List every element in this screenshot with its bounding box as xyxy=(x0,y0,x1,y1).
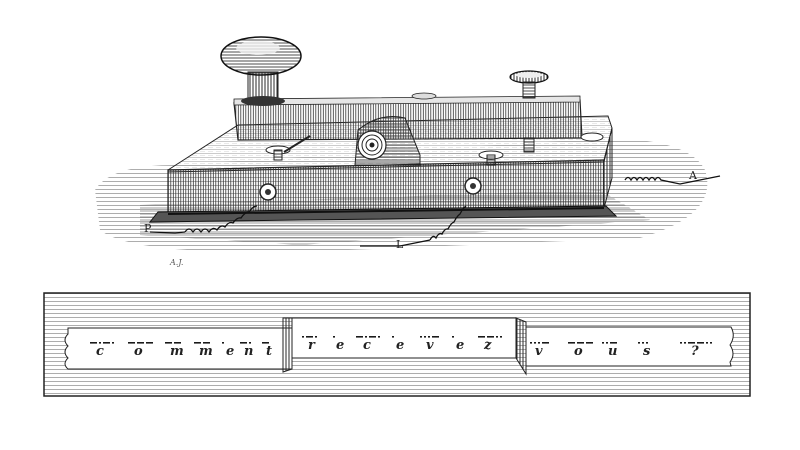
tape-letter: m xyxy=(170,344,184,359)
tape-letter: u xyxy=(608,344,618,359)
tape-letter: e xyxy=(226,344,235,359)
tape-letter: c xyxy=(363,338,371,353)
key-knob xyxy=(220,36,302,106)
tape-letter: z xyxy=(484,338,492,353)
tape-letter: t xyxy=(266,344,273,359)
terminal-label-p: P xyxy=(144,222,152,235)
terminal-label-l: L xyxy=(396,238,404,251)
tape-letter: n xyxy=(244,344,254,359)
front-terminals xyxy=(259,177,482,201)
tape-letter: m xyxy=(199,344,213,359)
terminal-label-a: A xyxy=(689,169,697,182)
engraver-signature: A.J. xyxy=(170,258,184,267)
tape-letter: ? xyxy=(691,344,699,359)
key-lever xyxy=(233,92,583,141)
tape-letter: e xyxy=(336,338,345,353)
tape-letter: o xyxy=(134,344,143,359)
coiled-wires xyxy=(149,175,721,247)
tape-letter: e xyxy=(396,338,405,353)
adjusting-screw xyxy=(509,70,549,153)
binding-posts xyxy=(265,132,604,166)
tape-letter: c xyxy=(96,344,104,359)
tape-letter: r xyxy=(308,338,315,353)
tape-letter: v xyxy=(535,344,543,359)
pivot-spring xyxy=(354,116,421,166)
tape-letter: e xyxy=(456,338,465,353)
tape-letter: s xyxy=(643,344,651,359)
morse-tape-panel xyxy=(43,292,751,397)
tape-letter: o xyxy=(574,344,583,359)
tape-letter: v xyxy=(426,338,434,353)
